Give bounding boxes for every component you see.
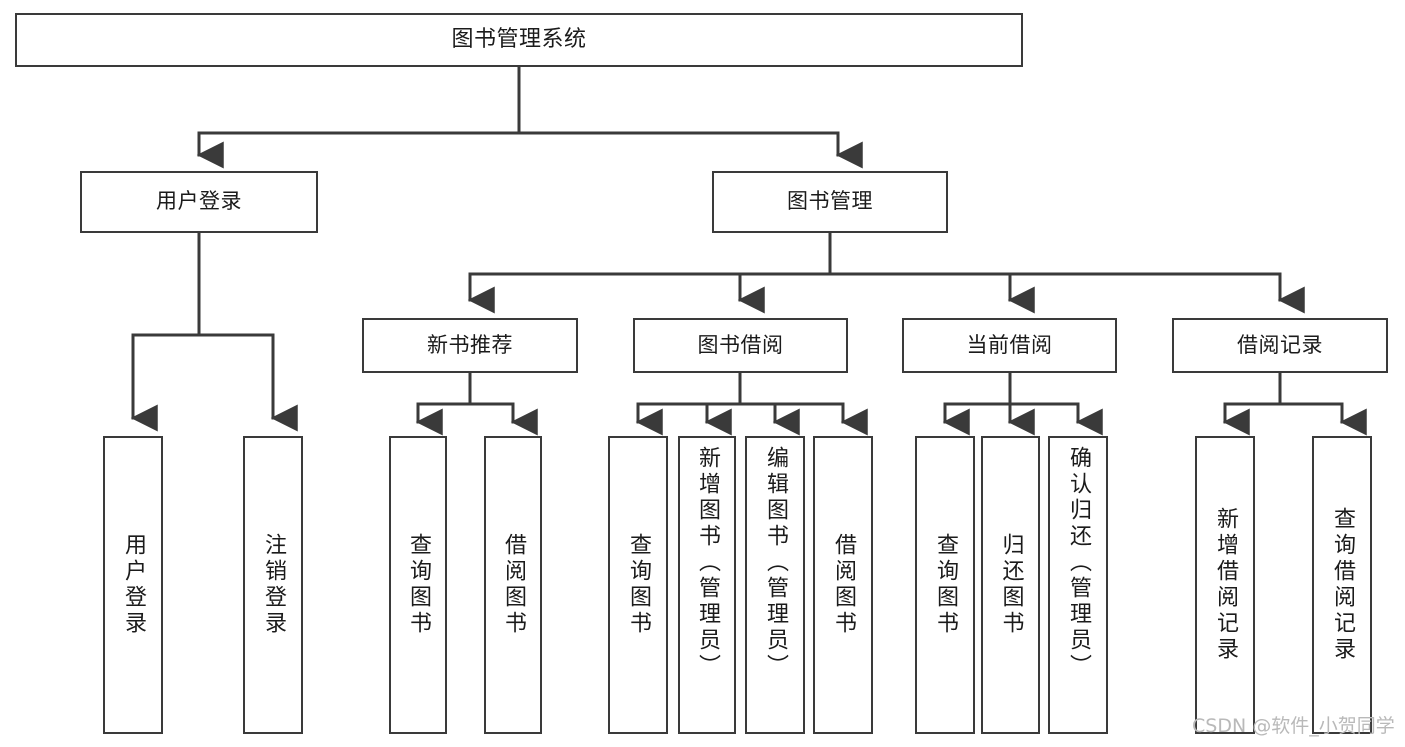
- node-label: 查询图书: [933, 533, 958, 637]
- node-label: 借阅记录: [1237, 332, 1323, 357]
- node-label: 归还图书: [998, 533, 1024, 637]
- leaf-borrow-query-book[interactable]: 查询图书: [608, 436, 668, 734]
- node-root-system[interactable]: 图书管理系统: [15, 13, 1023, 67]
- leaf-recommend-query-book[interactable]: 查询图书: [389, 436, 447, 734]
- node-label: 借阅图书: [831, 533, 856, 637]
- csdn-watermark: CSDN @软件_小贺同学: [1192, 715, 1395, 737]
- node-borrow-record[interactable]: 借阅记录: [1172, 318, 1388, 373]
- node-label: 当前借阅: [966, 332, 1053, 357]
- node-label: 新书推荐: [427, 332, 513, 357]
- node-label: 图书管理: [787, 189, 873, 214]
- node-book-management[interactable]: 图书管理: [712, 171, 948, 233]
- leaf-current-confirm-return-admin[interactable]: 确认归还（管理员）: [1048, 436, 1108, 734]
- node-label: 查询图书: [406, 533, 431, 637]
- leaf-user-login-logout[interactable]: 注销登录: [243, 436, 303, 734]
- leaf-borrow-add-book-admin[interactable]: 新增图书（管理员）: [678, 436, 736, 734]
- node-current-borrow[interactable]: 当前借阅: [902, 318, 1117, 373]
- leaf-current-return-book[interactable]: 归还图书: [981, 436, 1040, 734]
- node-label: 借阅图书: [501, 533, 526, 637]
- node-book-borrow[interactable]: 图书借阅: [633, 318, 848, 373]
- node-label: 查询借阅记录: [1330, 507, 1355, 663]
- node-label: 确认归还（管理员）: [1066, 446, 1091, 680]
- node-label: 编辑图书（管理员）: [763, 446, 788, 680]
- leaf-recommend-borrow-book[interactable]: 借阅图书: [484, 436, 542, 734]
- node-new-book-recommend[interactable]: 新书推荐: [362, 318, 578, 373]
- node-label: 注销登录: [261, 533, 286, 637]
- leaf-borrow-borrow-book[interactable]: 借阅图书: [813, 436, 873, 734]
- node-user-login[interactable]: 用户登录: [80, 171, 318, 233]
- leaf-current-query-book[interactable]: 查询图书: [915, 436, 975, 734]
- node-label: 图书管理系统: [451, 26, 587, 52]
- leaf-user-login-login[interactable]: 用户登录: [103, 436, 163, 734]
- leaf-borrow-edit-book-admin[interactable]: 编辑图书（管理员）: [745, 436, 805, 734]
- node-label: 用户登录: [121, 533, 146, 637]
- node-label: 新增图书（管理员）: [695, 446, 720, 680]
- node-label: 图书借阅: [697, 332, 784, 357]
- leaf-record-add-record[interactable]: 新增借阅记录: [1195, 436, 1255, 734]
- node-label: 查询图书: [626, 533, 651, 637]
- node-label: 新增借阅记录: [1213, 507, 1238, 663]
- leaf-record-query-record[interactable]: 查询借阅记录: [1312, 436, 1372, 734]
- node-label: 用户登录: [156, 189, 242, 214]
